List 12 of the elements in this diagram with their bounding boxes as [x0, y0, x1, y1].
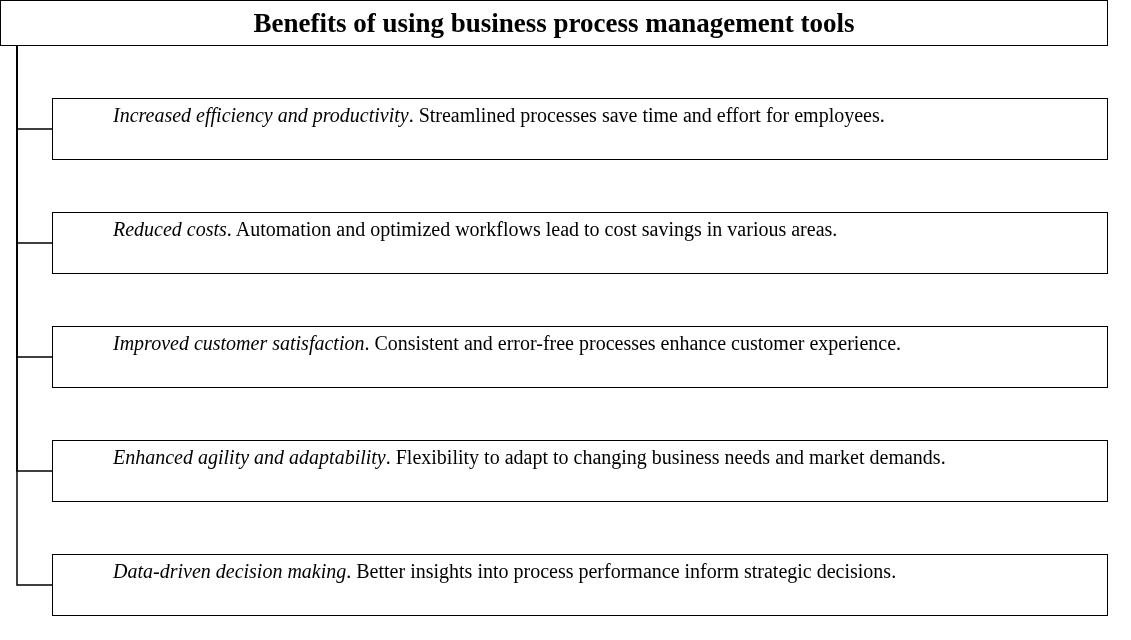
- benefit-box: [52, 98, 1108, 160]
- benefit-text: Enhanced agility and adaptability. Flexibility to adapt to changing business needs and market demands.: [112, 445, 947, 471]
- title-text: Benefits of using business process management tools: [253, 7, 855, 40]
- benefit-box: [52, 326, 1108, 388]
- benefit-text: Improved customer satisfaction. Consistent and error-free processes enhance customer experience.: [112, 331, 903, 357]
- benefit-text: Increased efficiency and productivity. Streamlined processes save time and effort for employees.: [112, 103, 886, 129]
- benefit-box: [52, 212, 1108, 274]
- benefit-box: [52, 554, 1108, 616]
- benefit-text: Data-driven decision making. Better insights into process performance inform strategic decisions.: [112, 559, 898, 585]
- benefit-box: [52, 440, 1108, 502]
- title-box: [0, 0, 1108, 46]
- benefit-text: Reduced costs. Automation and optimized workflows lead to cost savings in various areas.: [112, 217, 839, 243]
